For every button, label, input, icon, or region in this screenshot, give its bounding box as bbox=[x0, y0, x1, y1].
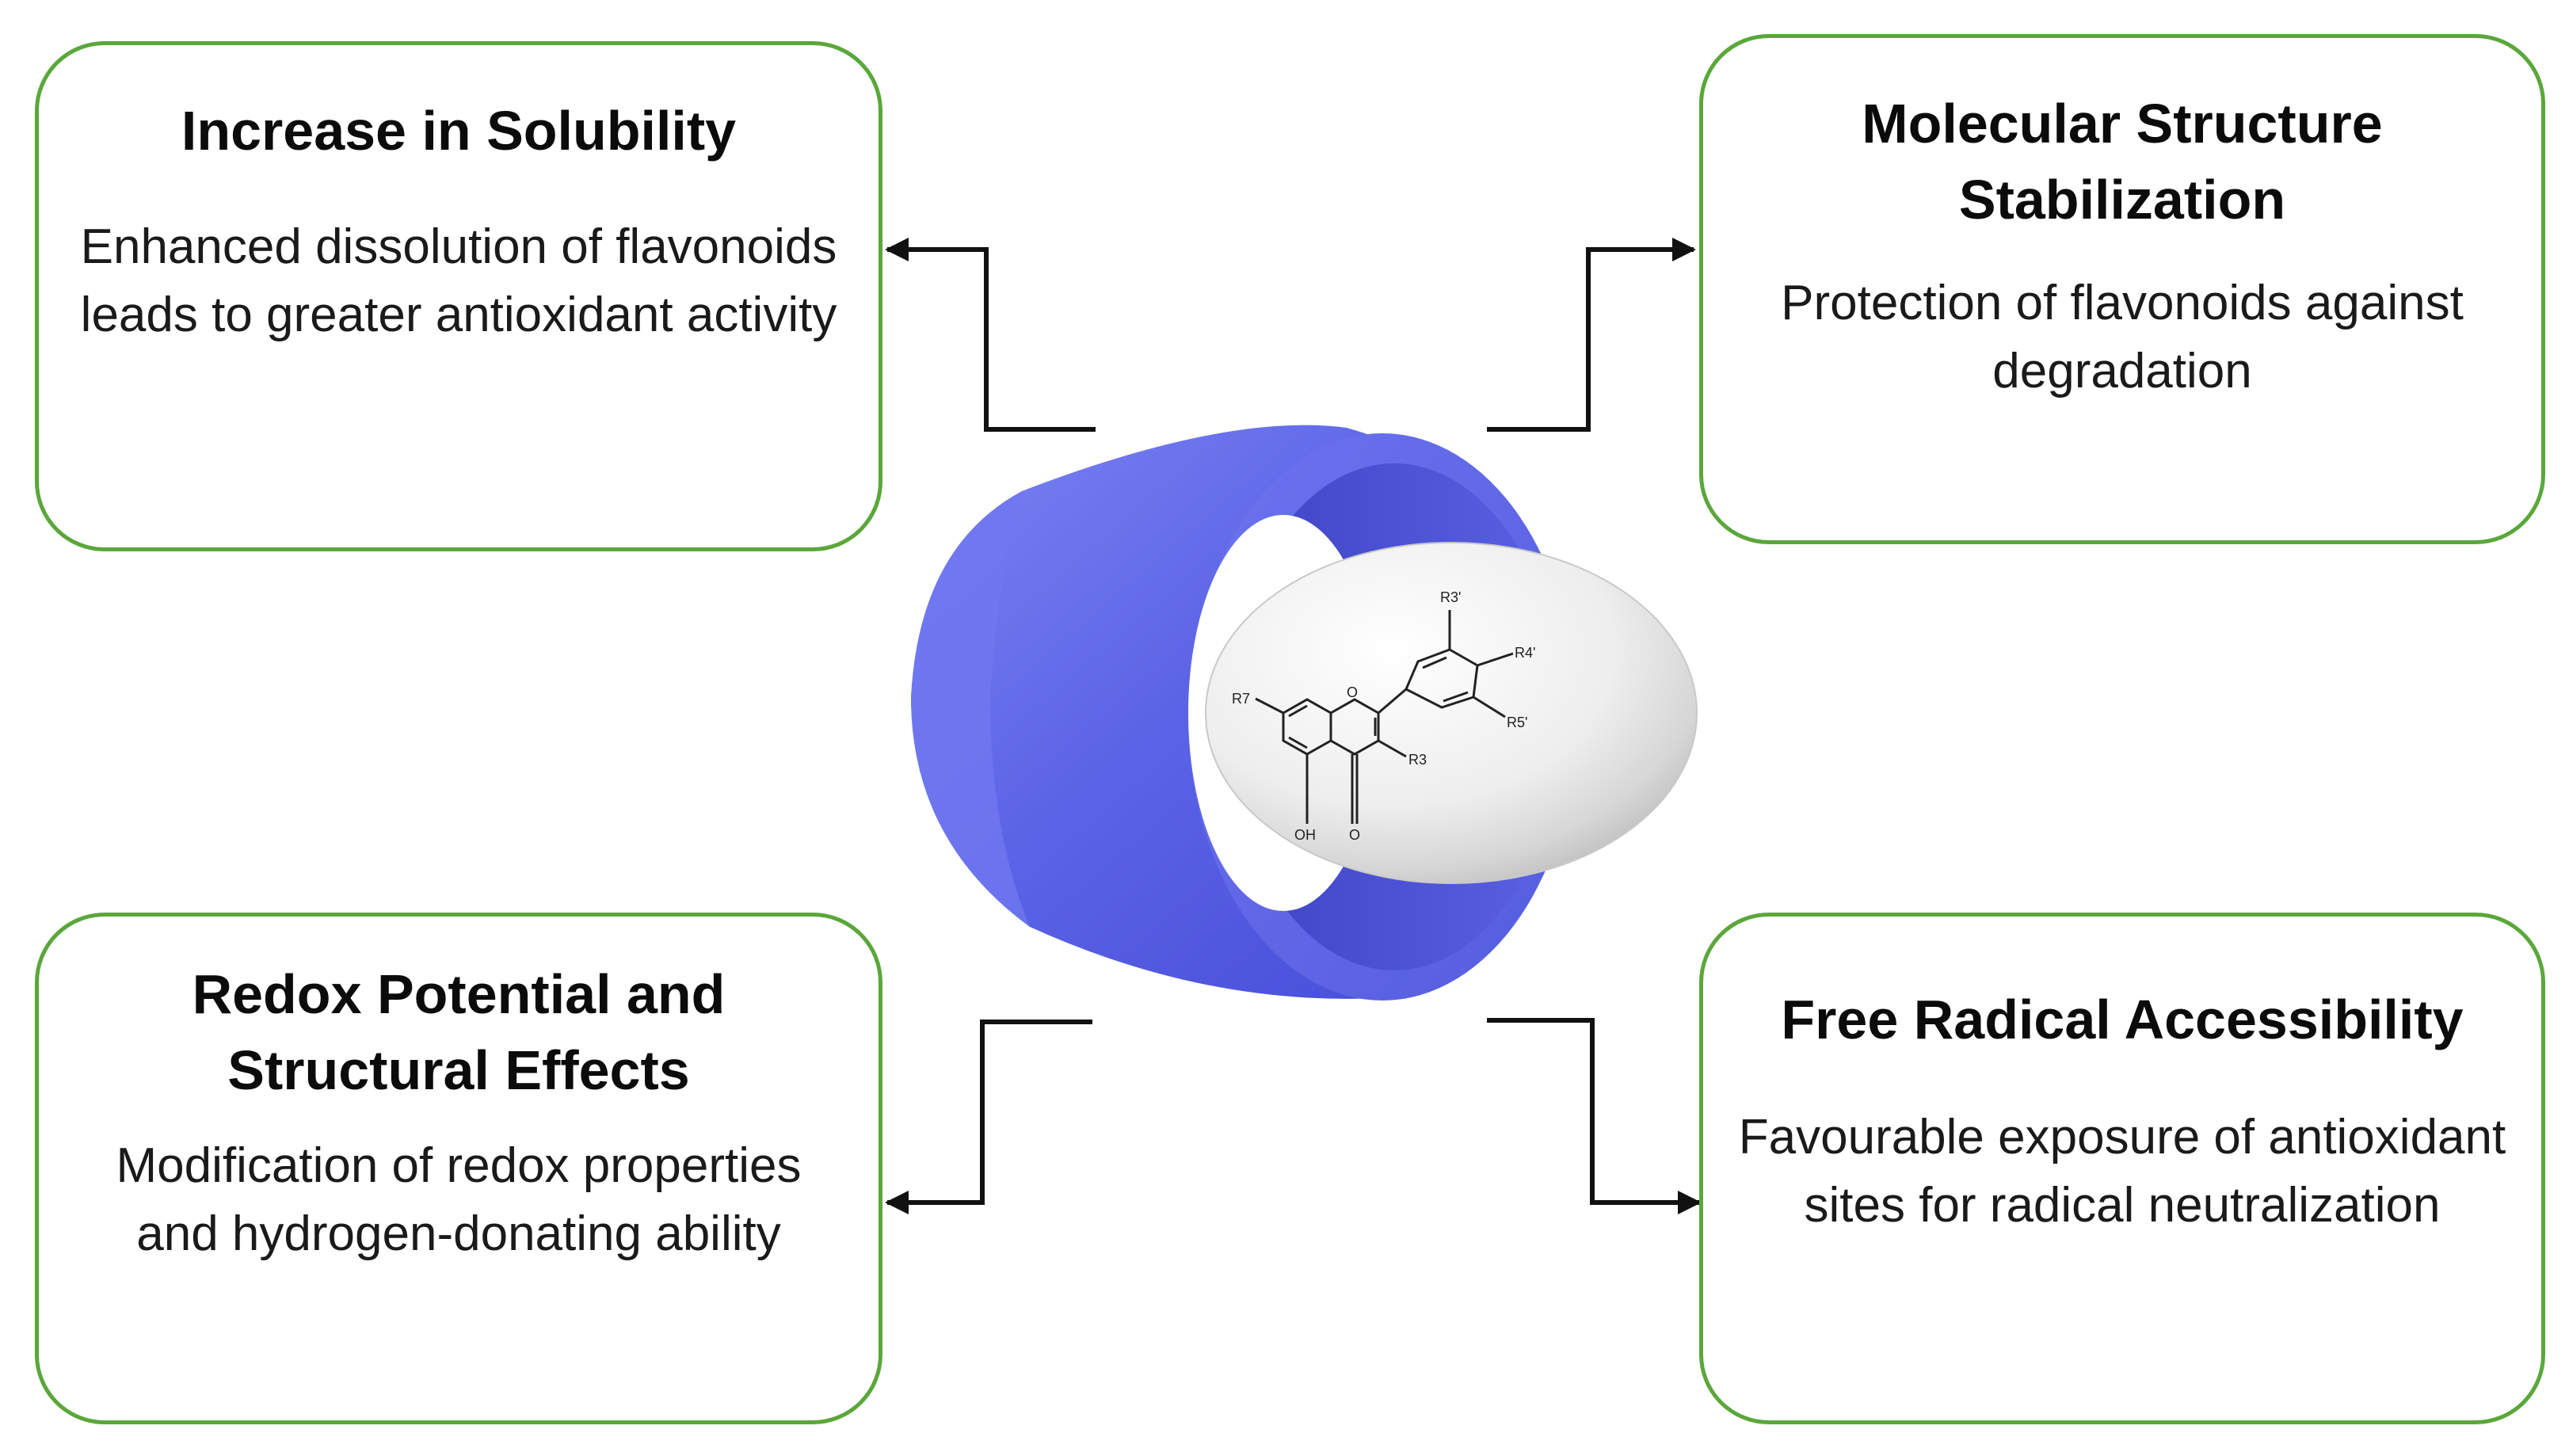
card-title: Molecular Structure Stabilization bbox=[1862, 93, 2383, 231]
card-title: Free Radical Accessibility bbox=[1781, 989, 2464, 1050]
flavonoid-molecule: R7 R3' R4' R5' R3 O OH O bbox=[1205, 542, 1698, 884]
molecule-label-r3p: R3' bbox=[1440, 589, 1461, 605]
card-body: Protection of flavonoids against degrada… bbox=[1781, 276, 2464, 398]
card-body: Modification of redox properties and hyd… bbox=[116, 1138, 802, 1261]
molecule-label-carbonyl-oxygen: O bbox=[1349, 827, 1360, 843]
card-body: Enhanced dissolution of flavonoids leads… bbox=[80, 219, 837, 342]
card-free-radical-accessibility: Free Radical Accessibility Favourable ex… bbox=[1699, 913, 2545, 1424]
molecule-label-r4p: R4' bbox=[1515, 645, 1535, 661]
molecule-label-r7: R7 bbox=[1232, 691, 1250, 707]
molecule-label-oh: OH bbox=[1294, 827, 1316, 843]
molecule-label-ring-oxygen: O bbox=[1347, 684, 1358, 700]
connector-top-right bbox=[1487, 238, 1696, 432]
card-increase-in-solubility: Increase in Solubility Enhanced dissolut… bbox=[35, 41, 882, 551]
card-title: Redox Potential and Structural Effects bbox=[192, 963, 726, 1101]
connector-bottom-left bbox=[885, 1020, 1092, 1214]
card-title: Increase in Solubility bbox=[181, 100, 737, 162]
molecule-label-r5p: R5' bbox=[1507, 715, 1527, 730]
card-redox-potential: Redox Potential and Structural Effects M… bbox=[35, 913, 882, 1424]
card-body: Favourable exposure of antioxidant sites… bbox=[1738, 1110, 2506, 1233]
connector-top-left bbox=[885, 238, 1096, 432]
connector-bottom-right bbox=[1487, 1018, 1702, 1214]
card-molecular-structure-stabilization: Molecular Structure Stabilization Protec… bbox=[1699, 34, 2545, 544]
molecule-label-r3: R3 bbox=[1408, 752, 1427, 768]
